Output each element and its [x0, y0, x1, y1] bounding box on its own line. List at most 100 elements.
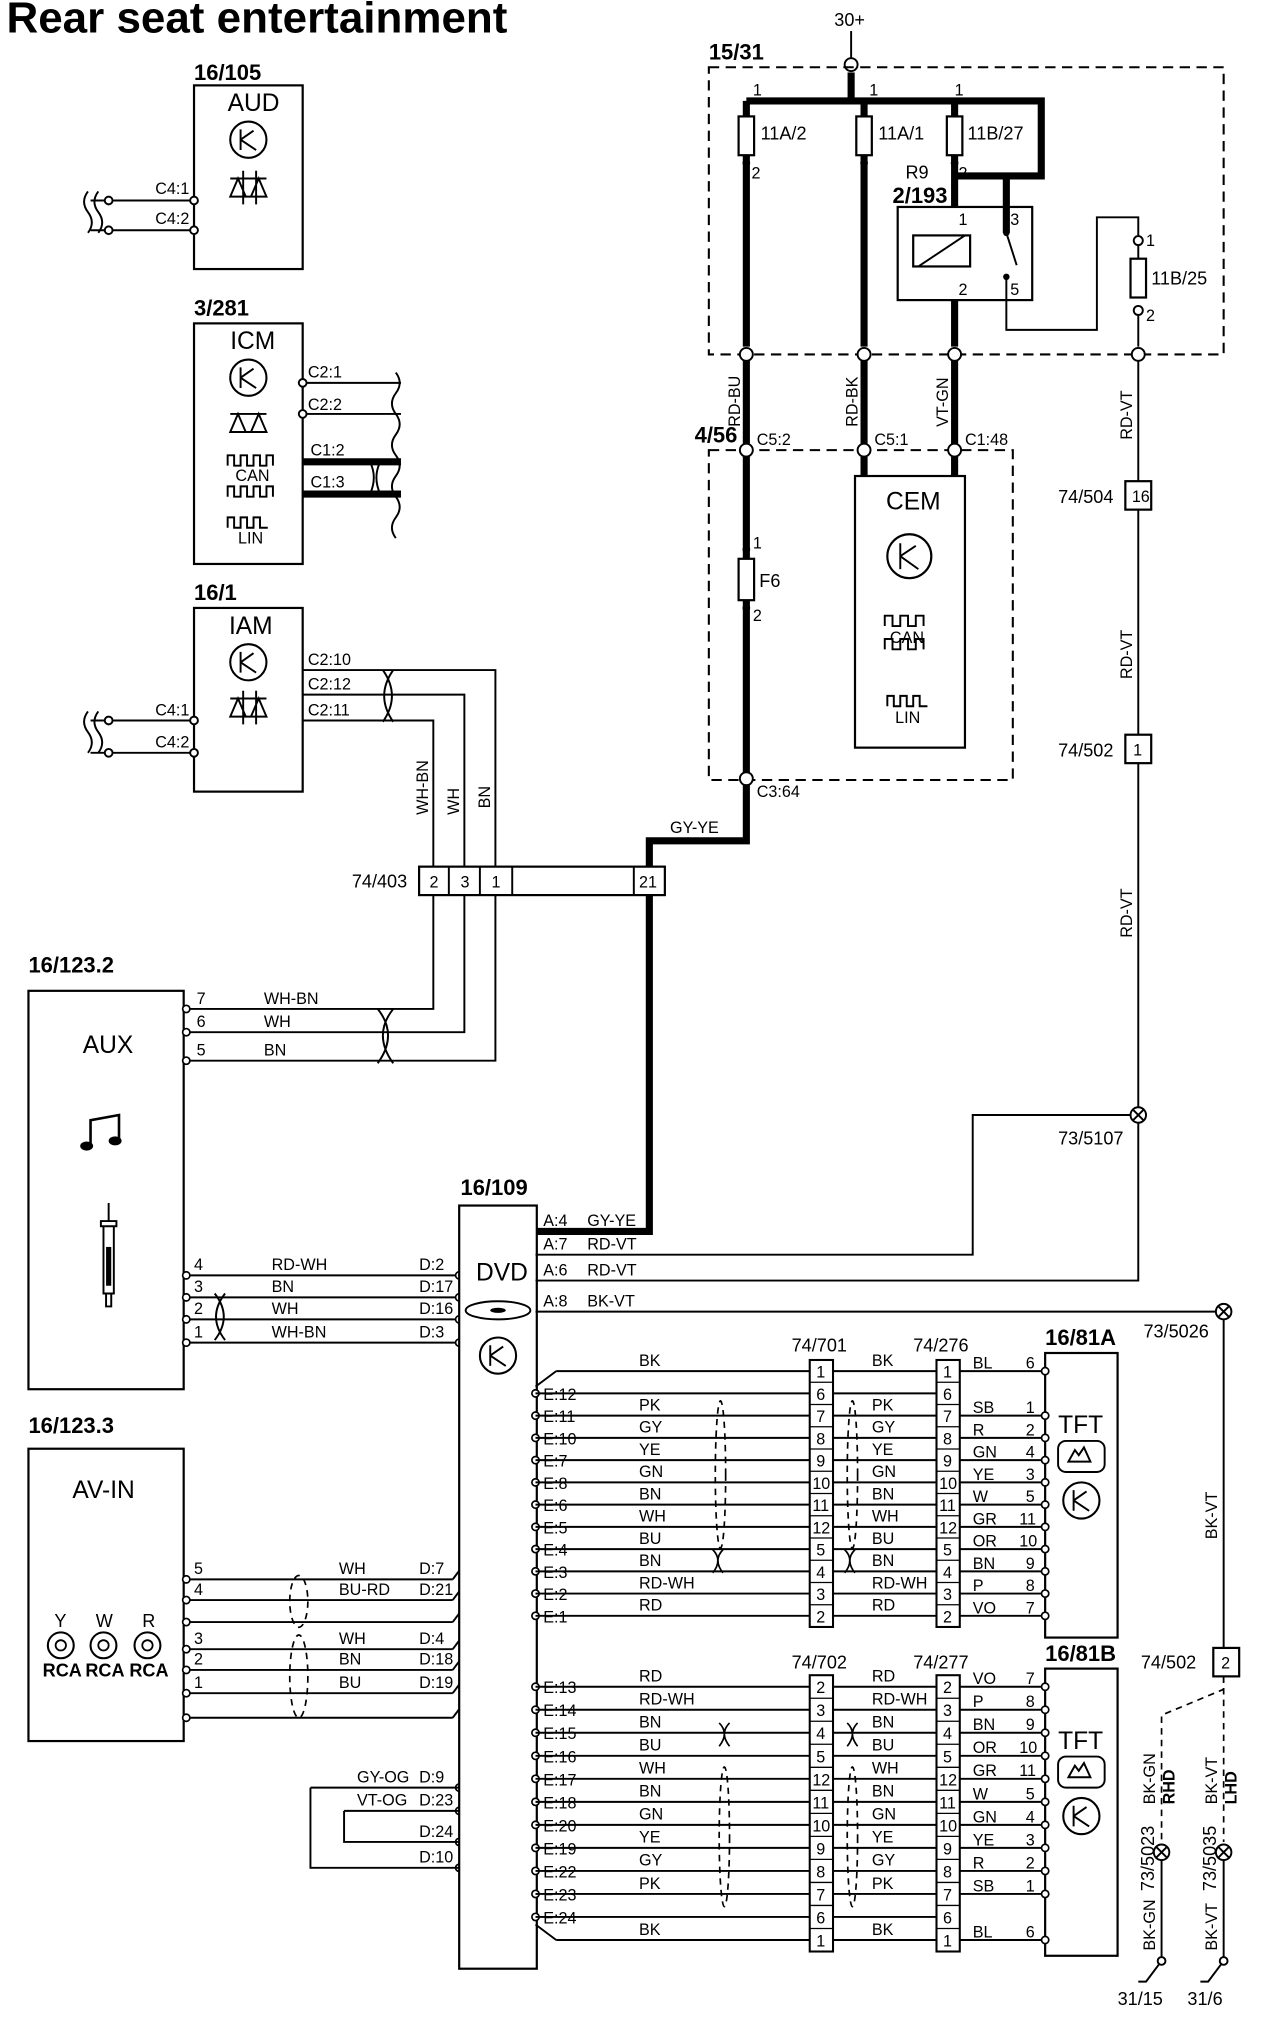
pin-label: 1 — [492, 873, 501, 891]
wire-color-label: BK — [872, 1921, 894, 1939]
connector-pin-label: 2 — [943, 1679, 952, 1697]
wire-color-label: RD — [872, 1597, 895, 1615]
wire-color-label: BU-RD — [339, 1581, 390, 1599]
dvd-pin-label: E:24 — [543, 1909, 576, 1927]
wire-color-label: WH — [272, 1300, 299, 1318]
dvd-pin-label: E:7 — [543, 1453, 567, 1471]
tft-a-transistor-icon — [1062, 1481, 1101, 1520]
tft-pin-label: 4 — [1026, 1808, 1035, 1826]
wire-color-label: W — [973, 1785, 989, 1803]
dvd-box — [458, 1204, 538, 1970]
fuse-label-11a1: 11A/1 — [878, 124, 924, 144]
pin-label: C5:2 — [757, 431, 791, 449]
tft-pin-label: 9 — [1026, 1555, 1035, 1573]
dvd-pin-label: E:3 — [543, 1564, 567, 1582]
dvd-pin-label: D:3 — [419, 1323, 444, 1341]
wire-color-label: RD-WH — [639, 1691, 695, 1709]
connector-74-403 — [417, 865, 666, 897]
tft-a-ref: 16/81A — [1045, 1325, 1116, 1350]
connector-pin-label: 3 — [816, 1586, 825, 1604]
avin-pin-label: 2 — [194, 1651, 203, 1669]
wire-color-label: BU — [872, 1737, 894, 1755]
pin-terminal — [1040, 1866, 1050, 1876]
pin-label: C4:1 — [155, 180, 189, 198]
connector-74-502-bottom — [1212, 1646, 1241, 1678]
wire-color-label: BK — [639, 1921, 661, 1939]
wire-color-label: R — [973, 1854, 985, 1872]
pin-label: C3:64 — [757, 783, 800, 801]
wire-color-label: WH-BN — [264, 990, 319, 1008]
wire-color-label: WH — [872, 1760, 899, 1778]
connector-pin-label: 3 — [943, 1702, 952, 1720]
splice-73-5026-label: 73/5026 — [1143, 1321, 1208, 1341]
dvd-pin-label: E:22 — [543, 1863, 576, 1881]
connector-pin-label: 6 — [943, 1386, 952, 1404]
pin-terminal — [1040, 1566, 1050, 1576]
rca-label: RCA — [43, 1660, 82, 1680]
tft-b-name: TFT — [1058, 1728, 1103, 1755]
wire-color-label: RD-VT — [587, 1261, 636, 1279]
aud-transistor-icon — [229, 120, 268, 159]
bus-label: LIN — [238, 529, 263, 547]
dvd-pin-label: E:23 — [543, 1886, 576, 1904]
dvd-pin-label: D:24 — [419, 1823, 453, 1841]
tft-pin-label: 10 — [1019, 1739, 1037, 1757]
avin-pin-label: 3 — [194, 1630, 203, 1648]
diagram-title: Rear seat entertainment — [6, 0, 507, 42]
connector-pin-label: 5 — [943, 1748, 952, 1766]
pin-terminal — [181, 1314, 191, 1324]
wire-rd-bk: RD-BK — [844, 376, 862, 426]
dvd-pin-label: D:23 — [419, 1792, 453, 1810]
icm-transceiver-icon — [228, 411, 268, 433]
wire-color-label: PK — [639, 1875, 661, 1893]
avin-pin-label: 1 — [194, 1674, 203, 1692]
wire-color-label: RD — [872, 1668, 895, 1686]
pin-label: 3 — [1010, 211, 1019, 229]
splice-73-5035-label: 73/5035 — [1200, 1826, 1220, 1891]
dvd-pin-label: A:7 — [543, 1236, 567, 1254]
wire-color-label: PK — [872, 1396, 894, 1414]
connector-pin-label: 7 — [816, 1886, 825, 1904]
fuse-11a2 — [737, 115, 756, 157]
wire-bk-vt-lower: BK-VT — [1203, 1903, 1221, 1951]
wire-color-label: BN — [872, 1783, 894, 1801]
pin-terminal — [1040, 1611, 1050, 1621]
dvd-pin-label: E:5 — [543, 1519, 567, 1537]
pin-terminal — [181, 1617, 191, 1627]
pin-terminal — [1040, 1522, 1050, 1532]
twist-group — [846, 1766, 859, 1908]
pin-label: 21 — [639, 873, 657, 891]
wire-color-label: BN — [639, 1485, 661, 1503]
pin-terminal — [1040, 1843, 1050, 1853]
dvd-pin-label: E:12 — [543, 1386, 576, 1404]
wire-color-label: BU — [339, 1674, 361, 1692]
cem-box — [853, 474, 967, 749]
wire-color-label: R — [973, 1421, 985, 1439]
aux-pin-label: 6 — [197, 1013, 206, 1031]
connector-pin-label: 1 — [816, 1364, 825, 1382]
wire-color-label: SB — [973, 1877, 995, 1895]
wire-color-label: BN — [272, 1278, 294, 1296]
bus-label: CAN — [890, 629, 924, 647]
tft-pin-label: 8 — [1026, 1693, 1035, 1711]
wire-color-label: GN — [973, 1444, 997, 1462]
pin-label: 2 — [958, 165, 967, 183]
dvd-pin-label: E:18 — [543, 1794, 576, 1812]
wire-color-label: BN — [872, 1714, 894, 1732]
tft-pin-label: 5 — [1026, 1785, 1035, 1803]
rhd-label: RHD — [1160, 1769, 1178, 1804]
connector-pin-label: 2 — [943, 1608, 952, 1626]
pin-terminal — [1040, 1544, 1050, 1554]
pin-terminal — [181, 1292, 191, 1302]
pin-label: C2:12 — [308, 675, 351, 693]
connector-74-504-label: 74/504 — [1058, 487, 1113, 507]
rca-y-label: Y — [54, 1611, 66, 1631]
wire-color-label: BU — [639, 1737, 661, 1755]
wire-rd-vt-low: RD-VT — [1118, 888, 1136, 937]
cem-name: CEM — [886, 489, 941, 516]
iam-ref: 16/1 — [194, 580, 237, 605]
pin-terminal — [181, 1688, 191, 1698]
